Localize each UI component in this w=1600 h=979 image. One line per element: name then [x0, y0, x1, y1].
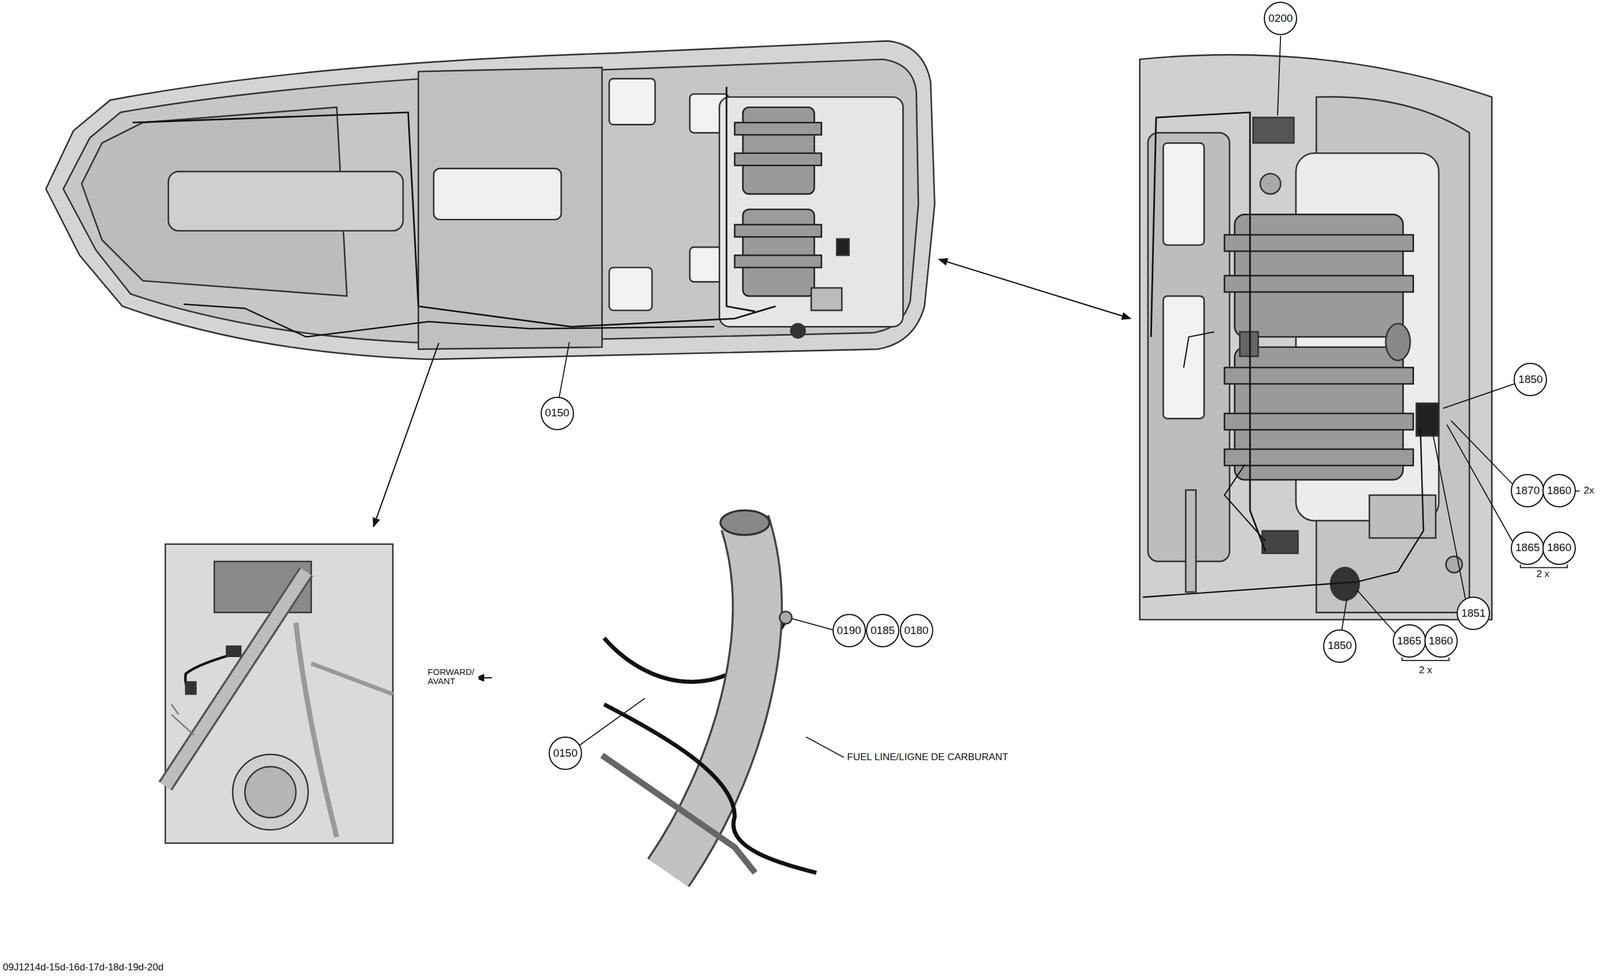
note-text: 2 x: [1418, 664, 1434, 677]
hull-view: [46, 40, 936, 360]
note-text: 2x: [1582, 484, 1596, 497]
direction-note: FORWARD/ AVANT: [426, 666, 479, 687]
callout-number: 1870: [1510, 473, 1545, 508]
note-text: FUEL LINE/LIGNE DE CARBURANT: [845, 751, 1010, 764]
callout-number: 1850: [1323, 629, 1357, 663]
callout-number: 0190: [832, 613, 866, 648]
pump-detail: [165, 544, 393, 843]
callout-number: 0150: [540, 396, 575, 431]
callout-number: 1860: [1424, 624, 1458, 658]
callout-number: 0200: [1263, 1, 1298, 36]
callout-number: 1860: [1542, 531, 1576, 565]
callout-number: 0185: [865, 613, 900, 648]
engine-bay-detail: [1139, 54, 1492, 620]
callout-number: 1850: [1513, 362, 1548, 397]
note-text: 2 x: [1534, 568, 1551, 581]
callout-number: 0150: [548, 736, 583, 770]
callout-number: 1851: [1456, 596, 1491, 630]
leader-lines: [559, 35, 1580, 758]
callout-number: 1865: [1392, 624, 1427, 658]
drawing-number: 09J1214d-15d-16d-17d-18d-19d-20d: [1, 961, 165, 974]
fuel-line-detail: [602, 510, 817, 873]
callout-number: 1865: [1510, 531, 1545, 565]
callout-number: 0180: [899, 613, 934, 648]
callout-number: 1860: [1542, 473, 1576, 508]
